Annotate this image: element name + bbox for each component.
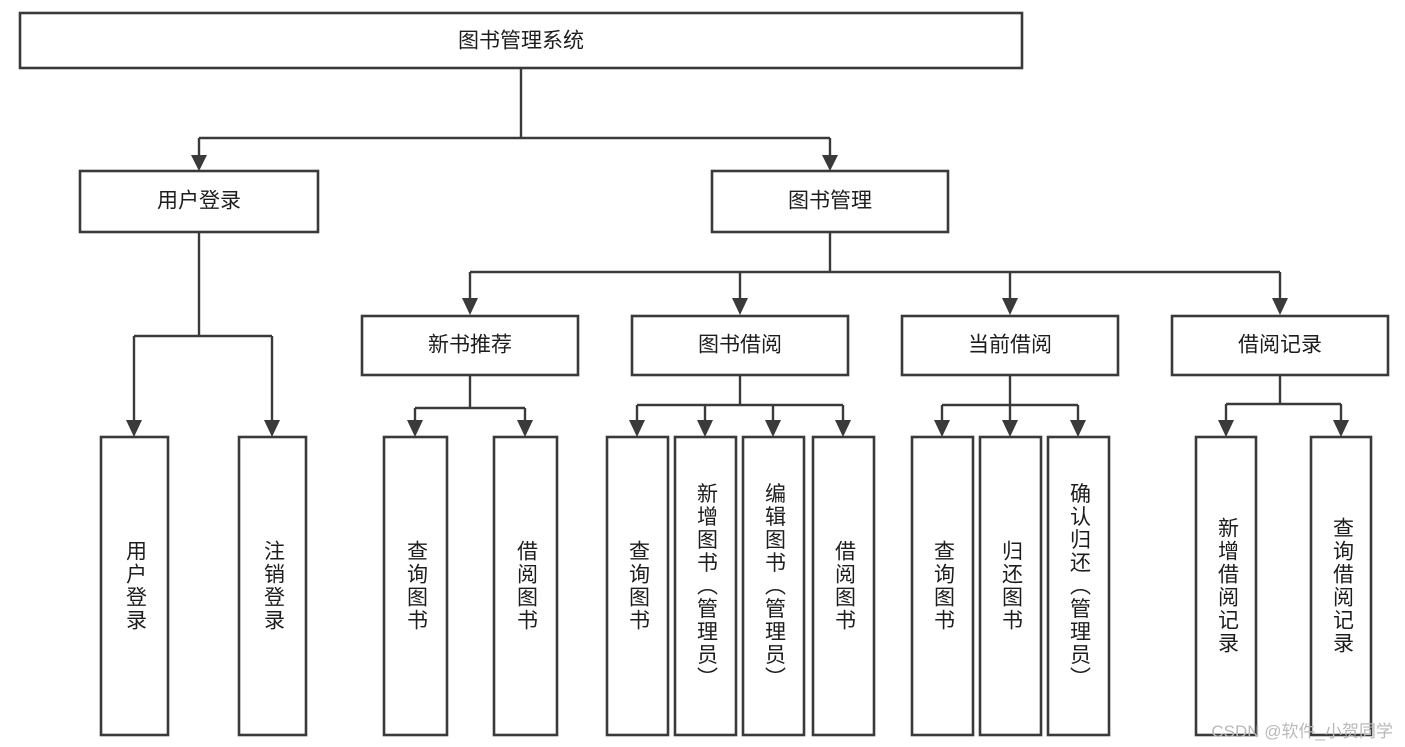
arrow-leaf-new-book-1 <box>407 420 423 437</box>
arrow-leaf-book-borrow-4 <box>835 420 851 437</box>
connector-group-user-login <box>126 232 280 437</box>
leaf-book-borrow-2-label: 新增图书（管理员） <box>694 483 718 690</box>
node-current-borrow-box[interactable] <box>900 314 1120 377</box>
leaf-current-borrow-2-label: 归还图书 <box>999 540 1023 632</box>
node-current-borrow-label: 当前借阅 <box>968 334 1052 357</box>
node-book-manage[interactable]: 图书管理 <box>710 169 950 234</box>
leaf-book-borrow-3-label: 编辑图书（管理员） <box>762 483 786 690</box>
arrow-leaf-current-borrow-2 <box>1002 420 1018 437</box>
leaf-new-book-2-label: 借阅图书 <box>514 540 538 632</box>
leaf-user-login-1-box[interactable] <box>99 435 170 737</box>
arrow-to-new-book <box>462 298 478 315</box>
leaf-new-book-2-box[interactable] <box>492 435 559 737</box>
leaf-borrow-record-1-box[interactable] <box>1194 435 1258 737</box>
arrow-leaf-current-borrow-3 <box>1070 420 1086 437</box>
arrow-leaf-new-book-2 <box>517 420 533 437</box>
node-book-borrow-label: 图书借阅 <box>698 334 782 357</box>
node-new-book-recommend-box[interactable] <box>360 314 580 377</box>
arrow-leaf-current-borrow-1 <box>934 420 950 437</box>
arrow-leaf-book-borrow-2 <box>697 420 713 437</box>
node-user-login-label: 用户登录 <box>157 190 241 213</box>
arrow-to-current-borrow <box>1002 298 1018 315</box>
connector-group-current-borrow <box>934 375 1086 437</box>
arrow-to-book-borrow <box>732 298 748 315</box>
node-root[interactable]: 图书管理系统 <box>18 11 1024 70</box>
arrow-leaf-book-borrow-3 <box>765 420 781 437</box>
node-root-box[interactable] <box>18 11 1024 70</box>
arrow-to-user-login <box>191 155 207 171</box>
leaf-book-borrow-3[interactable]: 编辑图书（管理员） <box>741 435 806 737</box>
node-borrow-record-label: 借阅记录 <box>1238 334 1322 357</box>
leaf-borrow-record-1[interactable]: 新增借阅记录 <box>1194 435 1258 737</box>
leaf-current-borrow-2-box[interactable] <box>978 435 1043 737</box>
leaf-user-login-2[interactable]: 注销登录 <box>237 435 308 737</box>
leaf-borrow-record-2-label: 查询借阅记录 <box>1330 517 1354 655</box>
node-borrow-record-box[interactable] <box>1170 314 1390 377</box>
leaf-new-book-2[interactable]: 借阅图书 <box>492 435 559 737</box>
leaf-book-borrow-1[interactable]: 查询图书 <box>605 435 670 737</box>
leaf-current-borrow-1-box[interactable] <box>910 435 975 737</box>
node-book-manage-label: 图书管理 <box>788 190 872 213</box>
node-new-book-recommend[interactable]: 新书推荐 <box>360 314 580 377</box>
arrow-to-book-manage <box>822 155 838 171</box>
arrow-leaf-borrow-record-2 <box>1333 420 1349 437</box>
leaf-book-borrow-4[interactable]: 借阅图书 <box>811 435 876 737</box>
leaf-current-borrow-3[interactable]: 确认归还（管理员） <box>1046 435 1111 737</box>
arrow-leaf-user-login-2 <box>264 420 280 437</box>
leaf-book-borrow-1-label: 查询图书 <box>626 540 650 632</box>
leaf-current-borrow-1-label: 查询图书 <box>931 540 955 632</box>
node-user-login-box[interactable] <box>78 169 320 234</box>
node-user-login[interactable]: 用户登录 <box>78 169 320 234</box>
arrow-leaf-book-borrow-1 <box>629 420 645 437</box>
leaf-current-borrow-1[interactable]: 查询图书 <box>910 435 975 737</box>
connector-group-new-book <box>407 375 533 437</box>
leaf-user-login-2-box[interactable] <box>237 435 308 737</box>
leaf-borrow-record-2[interactable]: 查询借阅记录 <box>1309 435 1373 737</box>
leaf-new-book-1-label: 查询图书 <box>404 540 428 632</box>
leaf-new-book-1[interactable]: 查询图书 <box>382 435 449 737</box>
node-book-manage-box[interactable] <box>710 169 950 234</box>
leaf-current-borrow-3-box[interactable] <box>1046 435 1111 737</box>
leaf-current-borrow-2[interactable]: 归还图书 <box>978 435 1043 737</box>
node-book-borrow[interactable]: 图书借阅 <box>630 314 850 377</box>
arrow-leaf-borrow-record-1 <box>1218 420 1234 437</box>
node-root-label: 图书管理系统 <box>458 30 584 53</box>
leaf-current-borrow-3-label: 确认归还（管理员） <box>1067 483 1091 690</box>
leaf-new-book-1-box[interactable] <box>382 435 449 737</box>
connector-group-book-manage <box>462 232 1288 315</box>
leaf-user-login-2-label: 注销登录 <box>261 540 285 632</box>
leaf-book-borrow-4-label: 借阅图书 <box>832 540 856 632</box>
leaf-book-borrow-1-box[interactable] <box>605 435 670 737</box>
connector-group-root <box>191 68 838 171</box>
leaf-borrow-record-2-box[interactable] <box>1309 435 1373 737</box>
leaf-user-login-1-label: 用户登录 <box>123 540 147 632</box>
connector-group-book-borrow <box>629 375 851 437</box>
leaf-user-login-1[interactable]: 用户登录 <box>99 435 170 737</box>
leaf-book-borrow-3-box[interactable] <box>741 435 806 737</box>
leaf-book-borrow-2-box[interactable] <box>673 435 738 737</box>
node-book-borrow-box[interactable] <box>630 314 850 377</box>
leaf-book-borrow-2[interactable]: 新增图书（管理员） <box>673 435 738 737</box>
connector-group-borrow-record <box>1218 375 1349 437</box>
leaf-book-borrow-4-box[interactable] <box>811 435 876 737</box>
leaf-borrow-record-1-label: 新增借阅记录 <box>1215 517 1239 655</box>
node-current-borrow[interactable]: 当前借阅 <box>900 314 1120 377</box>
node-borrow-record[interactable]: 借阅记录 <box>1170 314 1390 377</box>
arrow-to-borrow-record <box>1272 298 1288 315</box>
node-new-book-recommend-label: 新书推荐 <box>428 334 512 357</box>
arrow-leaf-user-login-1 <box>126 420 142 437</box>
